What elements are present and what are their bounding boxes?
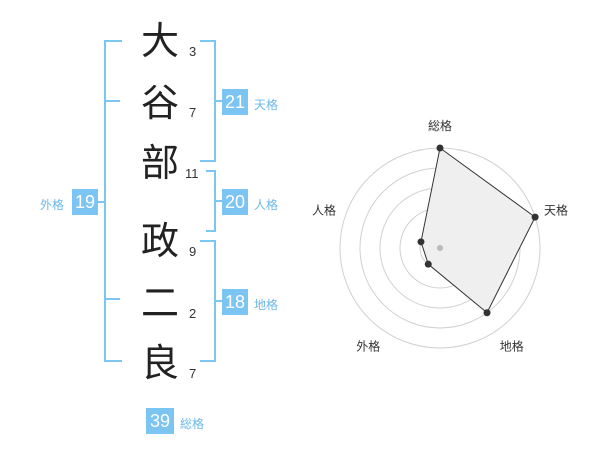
- radar-axis-label: 人格: [312, 202, 336, 217]
- soukaku-badge: 39: [146, 408, 174, 434]
- radar-point: [436, 144, 444, 152]
- name-char-4: 政: [140, 219, 179, 263]
- tenkaku-badge: 21: [222, 89, 248, 115]
- soukaku-label: 総格: [180, 417, 205, 431]
- gaikaku-connector: [97, 201, 105, 203]
- name-char-1: 大: [140, 19, 179, 63]
- name-char-3: 部: [140, 141, 179, 185]
- radar-axis-label: 総格: [428, 118, 452, 133]
- tenkaku-label: 天格: [254, 98, 279, 112]
- gaikaku-badge: 19: [72, 189, 98, 215]
- jinkaku-label: 人格: [254, 198, 279, 212]
- stroke-count-4: 9: [189, 244, 197, 259]
- gaikaku-label: 外格: [40, 198, 65, 212]
- radar-point: [483, 309, 491, 317]
- tenkaku-connector: [214, 100, 222, 102]
- name-char-2: 谷: [140, 81, 179, 125]
- stroke-count-6: 7: [189, 366, 197, 381]
- radar-center-dot: [437, 245, 443, 251]
- jinkaku-badge: 20: [222, 189, 248, 215]
- jinkaku-connector: [214, 200, 222, 202]
- radar-axis-label: 外格: [356, 339, 380, 354]
- radar-axis-label: 地格: [500, 339, 524, 354]
- radar-axis-label: 天格: [544, 202, 568, 217]
- stroke-count-2: 7: [189, 105, 197, 120]
- stroke-count-5: 2: [189, 306, 197, 321]
- gaikaku-bracket: [104, 40, 122, 362]
- name-char-6: 良: [140, 341, 179, 385]
- gaikaku-tick-top: [104, 100, 120, 102]
- radar-polygon: [420, 147, 536, 314]
- radar-point: [417, 238, 425, 246]
- radar-point: [531, 213, 539, 221]
- stroke-count-3: 11: [185, 166, 199, 181]
- stroke-count-1: 3: [189, 44, 197, 59]
- gaikaku-tick-bottom: [104, 298, 120, 300]
- radar-point: [424, 260, 432, 268]
- name-char-5: 二: [140, 281, 179, 325]
- chikaku-connector: [214, 300, 222, 302]
- chikaku-label: 地格: [254, 298, 279, 312]
- chikaku-badge: 18: [222, 289, 248, 315]
